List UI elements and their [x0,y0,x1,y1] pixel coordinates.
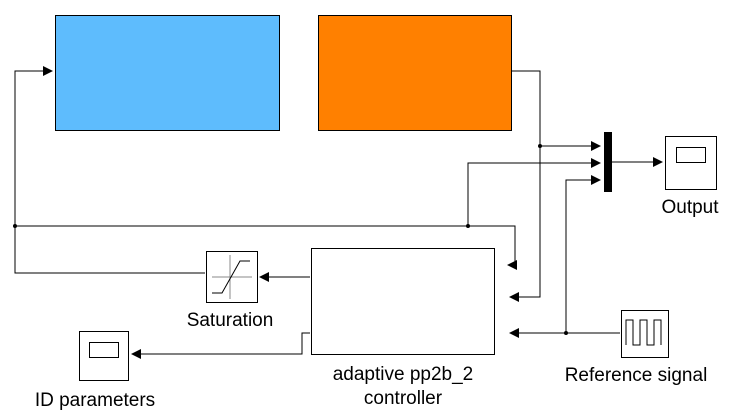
controller-block[interactable] [311,248,495,355]
mux-block [604,132,612,192]
controller-label-line1: adaptive pp2b_2 [332,364,474,385]
junction-dot [13,224,17,228]
id-parameters-label: ID parameters [34,390,156,411]
junction-dot [564,331,568,335]
controller-label-line2: controller [363,388,443,409]
reference-signal-block[interactable] [621,310,669,358]
saturation-block[interactable] [206,251,258,303]
output-scope-block[interactable] [665,136,717,190]
junction-dot [538,144,542,148]
junction-dot [466,224,470,228]
scope-icon [676,147,706,163]
scope-icon [89,342,119,358]
line-branch-to-mux3 [467,158,601,226]
output-scope-label: Output [661,197,719,218]
blue-subsystem-block[interactable] [55,15,280,131]
id-parameters-scope-block[interactable] [79,331,129,381]
line-blue-feedback-to-controller [507,226,517,270]
saturation-label: Saturation [186,310,274,331]
saturation-symbol [212,255,252,299]
line-saturation-to-blue [14,66,205,274]
line-orange-out [509,70,541,302]
line-controller-to-idscope [131,332,310,359]
line-reference-to-mux [565,175,601,333]
orange-subsystem-block[interactable] [318,15,512,131]
reference-signal-label: Reference signal [564,365,708,386]
pulse-symbol [625,319,662,346]
line-to-controller-in1 [510,226,516,266]
